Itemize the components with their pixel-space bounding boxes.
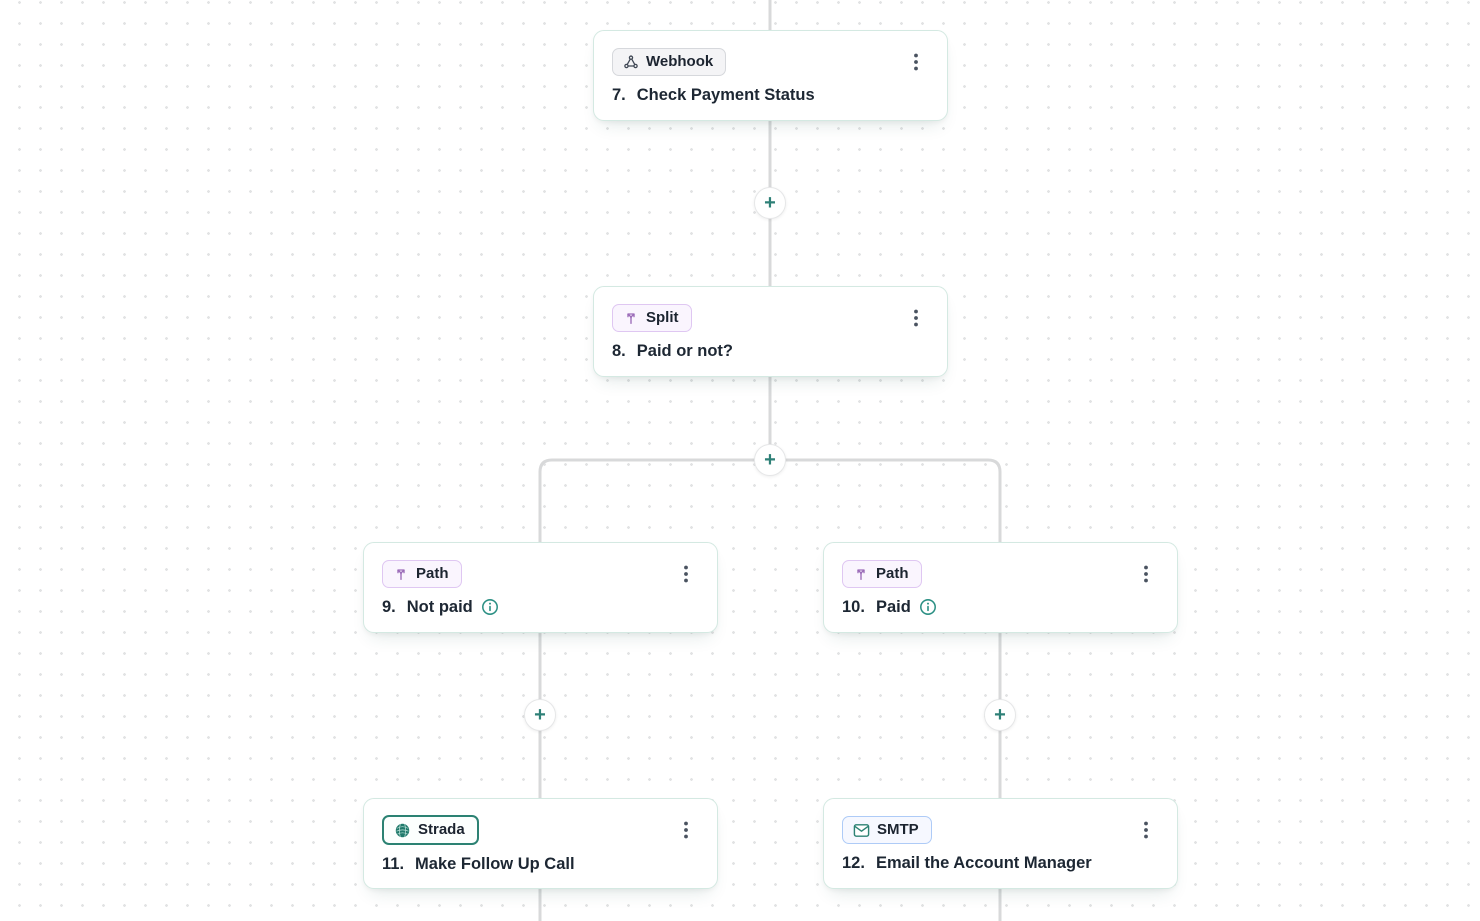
- step-title-text: Email the Account Manager: [875, 854, 1092, 872]
- card-header: Path: [382, 560, 699, 588]
- step-number: 10.: [842, 598, 865, 616]
- step-menu-button[interactable]: [903, 305, 929, 331]
- step-card-check-payment-status[interactable]: Webhook 7. Check Payment Status: [593, 30, 948, 121]
- step-number: 12.: [842, 854, 865, 872]
- step-menu-button[interactable]: [673, 817, 699, 843]
- step-card-not-paid[interactable]: Path 9. Not paid: [363, 542, 718, 633]
- add-step-button-after-webhook[interactable]: +: [754, 187, 786, 219]
- path-icon: [857, 569, 865, 580]
- app-badge-split: Split: [612, 304, 692, 332]
- path-icon: [397, 569, 405, 580]
- kebab-menu-icon: [914, 309, 918, 327]
- kebab-menu-icon: [1144, 821, 1148, 839]
- step-card-paid-or-not[interactable]: Split 8. Paid or not?: [593, 286, 948, 377]
- step-title-text: Paid or not?: [636, 342, 734, 360]
- step-title: 11. Make Follow Up Call: [382, 854, 699, 874]
- step-number: 11.: [382, 855, 405, 873]
- step-title: 12. Email the Account Manager: [842, 853, 1159, 873]
- step-menu-button[interactable]: [673, 561, 699, 587]
- info-icon: [919, 599, 936, 615]
- badge-label: Split: [646, 309, 679, 326]
- path-info-button[interactable]: [481, 598, 499, 616]
- badge-label: Strada: [418, 821, 465, 838]
- step-title: 8. Paid or not?: [612, 341, 929, 361]
- step-menu-button[interactable]: [1133, 561, 1159, 587]
- strada-logo: [395, 823, 410, 837]
- info-icon: [481, 599, 498, 615]
- step-number: 8.: [612, 342, 626, 360]
- add-step-button-after-path-paid[interactable]: +: [984, 699, 1016, 731]
- split-icon: [627, 313, 635, 324]
- step-title-text: Make Follow Up Call: [415, 855, 575, 873]
- path-info-button[interactable]: [919, 598, 937, 616]
- step-number: 7.: [612, 86, 626, 104]
- smtp-envelope-icon: [853, 823, 870, 837]
- kebab-menu-icon: [914, 53, 918, 71]
- kebab-menu-icon: [684, 821, 688, 839]
- step-card-email-account-manager[interactable]: SMTP 12. Email the Account Manager: [823, 798, 1178, 889]
- step-title-text: Paid: [875, 598, 911, 616]
- webhook-icon: [624, 55, 638, 69]
- step-title: 9. Not paid: [382, 597, 699, 617]
- step-card-make-follow-up-call[interactable]: Strada 11. Make Follow Up Call: [363, 798, 718, 889]
- add-step-button-after-path-not-paid[interactable]: +: [524, 699, 556, 731]
- step-title-text: Not paid: [406, 598, 473, 616]
- app-badge-path: Path: [382, 560, 462, 588]
- card-header: Webhook: [612, 48, 929, 76]
- add-step-button-branch[interactable]: +: [754, 444, 786, 476]
- app-badge-webhook: Webhook: [612, 48, 727, 76]
- badge-label: Path: [416, 565, 449, 582]
- card-header: Strada: [382, 815, 699, 845]
- step-title: 7. Check Payment Status: [612, 85, 929, 105]
- badge-label: Webhook: [646, 53, 714, 70]
- kebab-menu-icon: [1144, 565, 1148, 583]
- card-header: SMTP: [842, 816, 1159, 844]
- app-badge-path: Path: [842, 560, 922, 588]
- kebab-menu-icon: [684, 565, 688, 583]
- card-header: Split: [612, 304, 929, 332]
- step-card-paid[interactable]: Path 10. Paid: [823, 542, 1178, 633]
- app-badge-smtp: SMTP: [842, 816, 932, 844]
- app-badge-strada: Strada: [382, 815, 479, 845]
- badge-label: Path: [876, 565, 909, 582]
- step-title: 10. Paid: [842, 597, 1159, 617]
- step-menu-button[interactable]: [1133, 817, 1159, 843]
- step-number: 9.: [382, 598, 396, 616]
- badge-label: SMTP: [877, 821, 919, 838]
- step-title-text: Check Payment Status: [636, 86, 815, 104]
- card-header: Path: [842, 560, 1159, 588]
- step-menu-button[interactable]: [903, 49, 929, 75]
